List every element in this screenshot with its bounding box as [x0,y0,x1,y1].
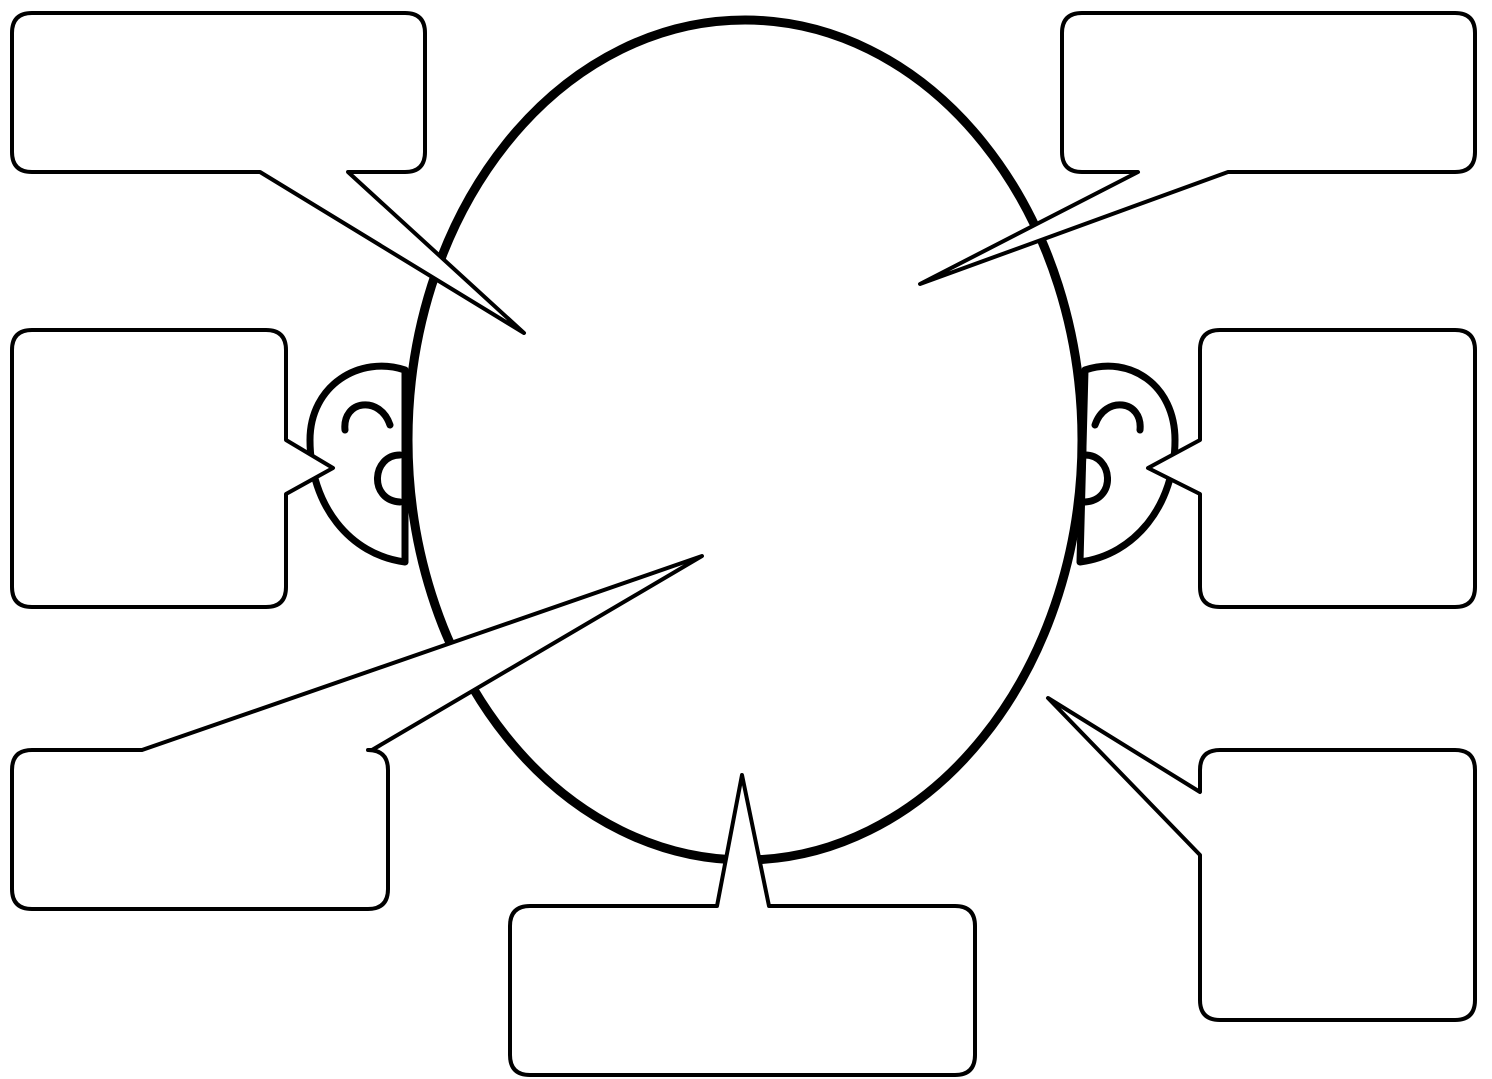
callout-middle-left[interactable] [10,328,335,609]
callout-top-right[interactable] [918,11,1477,286]
callout-middle-right[interactable] [1146,328,1477,609]
callout-middle-left-box [10,328,335,609]
callout-middle-right-box [1146,328,1477,609]
right-ear-lobe [1081,451,1111,506]
callout-bottom-left-box [10,554,704,911]
callout-top-left[interactable] [10,11,526,335]
head-outline [403,15,1087,865]
right-ear [1076,362,1179,566]
callout-bottom-right-box [1046,696,1477,1022]
callout-bottom-center[interactable] [508,773,977,1077]
right-ear-curl [1091,401,1144,434]
left-ear-lobe [374,451,404,506]
callout-top-left-box [10,11,526,335]
callout-top-right-box [918,11,1477,286]
callout-bottom-right[interactable] [1046,696,1477,1022]
callout-bottom-center-box [508,773,977,1077]
left-ear-curl [341,401,394,434]
callout-bottom-left[interactable] [10,554,704,911]
left-ear [306,362,409,566]
